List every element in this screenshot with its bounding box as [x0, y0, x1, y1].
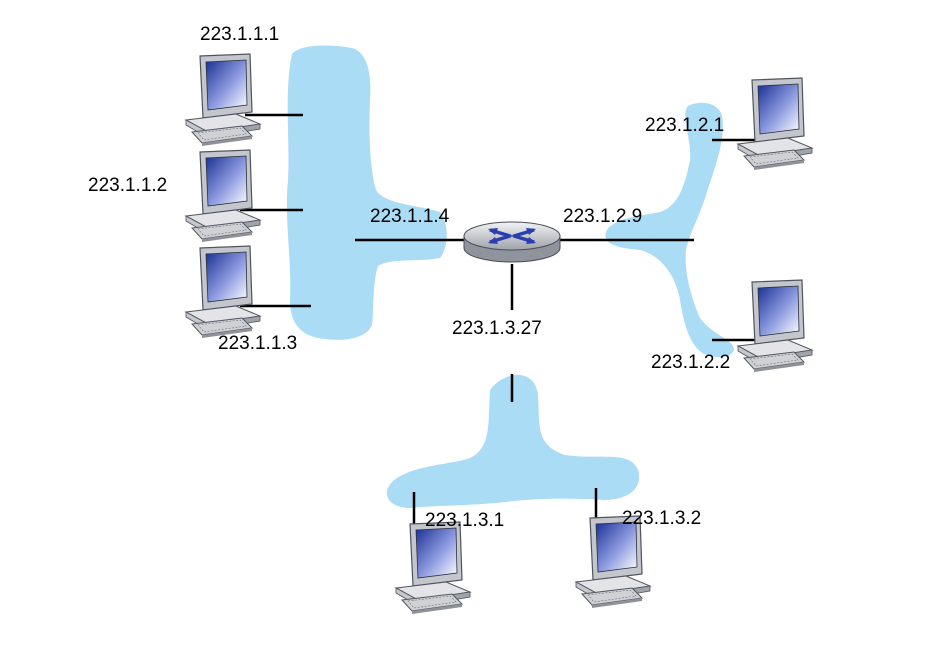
host-label-223-1-3-1: 223.1.3.1 [425, 510, 504, 531]
computer-icon [185, 245, 261, 339]
host-label-223-1-1-1: 223.1.1.1 [200, 24, 279, 45]
subnet-left-blob [286, 45, 447, 340]
computer-icon [737, 77, 813, 171]
router-interface-label-2: 223.1.2.9 [563, 206, 642, 227]
computer-icon [737, 279, 813, 373]
host-label-223-1-2-2: 223.1.2.2 [651, 352, 730, 373]
computer-icon [395, 521, 471, 615]
computer-icon [575, 515, 651, 609]
router-icon [462, 220, 562, 264]
router-interface-label-3: 223.1.3.27 [452, 318, 542, 339]
subnet-bottom-blob [386, 374, 640, 508]
subnet-right-blob [605, 102, 735, 358]
host-label-223-1-1-2: 223.1.1.2 [88, 175, 167, 196]
host-label-223-1-3-2: 223.1.3.2 [622, 508, 701, 529]
router-interface-label-1: 223.1.1.4 [370, 206, 450, 227]
computer-icon [185, 53, 261, 147]
network-links [240, 113, 766, 528]
host-label-223-1-1-3: 223.1.1.3 [218, 333, 297, 354]
host-label-223-1-2-1: 223.1.2.1 [645, 115, 724, 136]
computer-icon [185, 149, 261, 243]
